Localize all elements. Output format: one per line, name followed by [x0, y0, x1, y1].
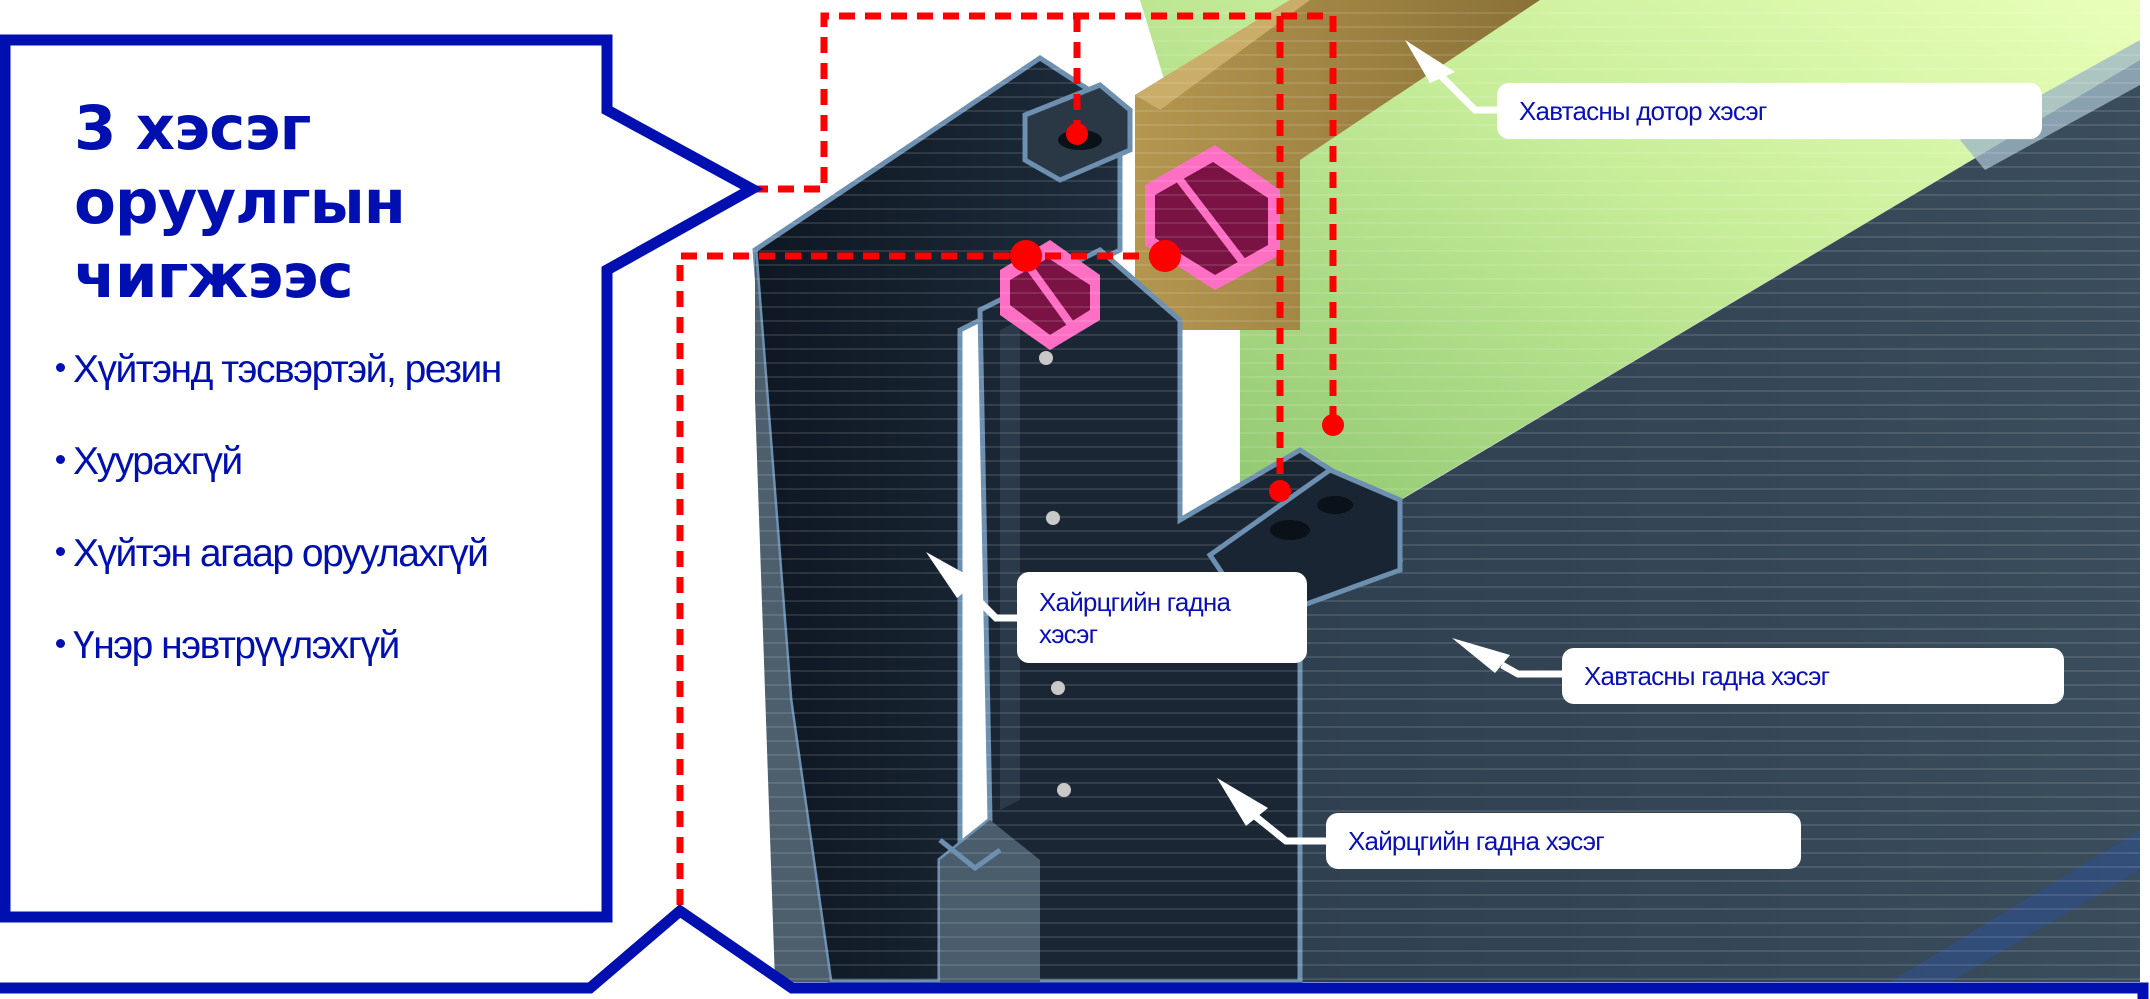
panel-heading: 3 хэсэг оруулгын чигжээс	[74, 92, 574, 314]
arrow-pointer-icon	[926, 552, 1017, 622]
feature-item: Үнэр нэвтрүүлэхгүй	[56, 616, 596, 708]
feature-list: Хүйтэнд тэсвэртэй, резин Хуурахгүй Хүйтэ…	[56, 340, 596, 708]
feature-item: Хүйтэнд тэсвэртэй, резин	[56, 340, 596, 432]
feature-panel-frame	[0, 34, 764, 923]
bullet-icon	[56, 455, 65, 465]
label-text: Хавтасны дотор хэсэг	[1519, 95, 1767, 126]
bullet-icon	[56, 363, 65, 373]
feature-text: Хүйтэнд тэсвэртэй, резин	[73, 348, 502, 391]
screw-icon	[1057, 783, 1071, 797]
label-box-outer-lower: Хайрцгийн гадна хэсэг	[1326, 813, 1801, 869]
label-text: хэсэг	[1039, 619, 1098, 649]
arrow-pointer-icon	[1405, 40, 1497, 114]
feature-item: Хүйтэн агаар оруулахгүй	[56, 524, 596, 616]
bullet-icon	[56, 639, 65, 649]
label-panel-outer: Хавтасны гадна хэсэг	[1562, 648, 2064, 704]
arrow-pointer-icon	[1452, 638, 1562, 678]
feature-item: Хуурахгүй	[56, 432, 596, 524]
leader-lines	[676, 12, 1337, 905]
heading-line: 3 хэсэг	[74, 93, 311, 164]
red-dot-marker-icon	[1010, 123, 1344, 502]
screw-icon	[1046, 511, 1060, 525]
feature-text: Үнэр нэвтрүүлэхгүй	[73, 624, 400, 667]
feature-text: Хүйтэн агаар оруулахгүй	[73, 532, 489, 575]
label-text: Хавтасны гадна хэсэг	[1584, 660, 1830, 691]
screw-icon	[1051, 681, 1065, 695]
bottom-band-frame	[0, 904, 2149, 999]
label-text: Хайрцгийн гадна	[1039, 587, 1231, 617]
label-text: Хайрцгийн гадна хэсэг	[1348, 825, 1605, 856]
label-box-outer-upper: Хайрцгийн гадна хэсэг	[1017, 572, 1307, 663]
heading-line: чигжээс	[74, 241, 354, 312]
label-inner-panel: Хавтасны дотор хэсэг	[1497, 83, 2042, 139]
screw-icon	[1039, 351, 1053, 365]
heading-line: оруулгын	[74, 167, 406, 238]
arrow-pointer-icon	[1217, 778, 1326, 845]
feature-text: Хуурахгүй	[73, 440, 243, 483]
bullet-icon	[56, 547, 65, 557]
